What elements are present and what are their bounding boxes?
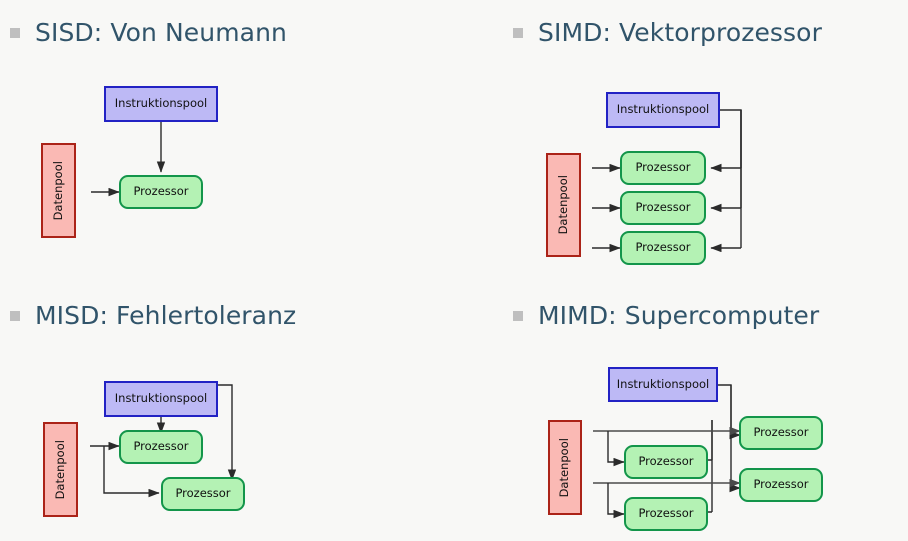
node-processor[interactable]: Prozessor [739,416,823,450]
heading-sisd: SISD: Von Neumann [10,20,287,45]
node-label: Datenpool [557,437,572,498]
node-label: Prozessor [638,506,694,521]
node-instruction-pool[interactable]: Instruktionspool [606,92,720,128]
node-processor[interactable]: Prozessor [624,445,708,479]
node-label: Prozessor [638,454,694,469]
node-processor[interactable]: Prozessor [624,497,708,531]
node-label: Prozessor [753,425,809,440]
node-instruction-pool[interactable]: Instruktionspool [104,86,218,122]
heading-misd-text: MISD: Fehlertoleranz [35,301,297,330]
heading-sisd-text: SISD: Von Neumann [35,18,287,47]
node-label: Datenpool [50,160,65,221]
node-label: Prozessor [635,240,691,255]
quadrant-misd: MISD: Fehlertoleranz Instruktionsp [0,280,454,541]
node-data-pool[interactable]: Datenpool [43,422,78,517]
diagram-mimd-connectors [593,384,741,519]
node-processor[interactable]: Prozessor [620,231,706,265]
node-processor[interactable]: Prozessor [620,151,706,185]
node-processor[interactable]: Prozessor [620,191,706,225]
bullet-square-icon [10,27,20,38]
node-instruction-pool[interactable]: Instruktionspool [104,381,218,417]
node-label: Prozessor [133,439,189,454]
node-instruction-pool[interactable]: Instruktionspool [608,367,718,402]
node-label: Datenpool [555,175,570,235]
node-label: Prozessor [175,486,231,501]
node-label: Instruktionspool [114,96,208,111]
diagram-simd: Instruktionspool Datenpool Prozessor Pro… [454,0,908,265]
diagram-mimd: Instruktionspool Datenpool Prozessor Pro… [454,280,908,541]
bullet-square-icon [513,27,523,38]
quadrant-sisd: SISD: Von Neumann Instruktionspool Daten… [0,0,454,280]
heading-misd: MISD: Fehlertoleranz [10,303,296,328]
heading-simd-text: SIMD: Vektorprozessor [538,18,822,47]
heading-simd: SIMD: Vektorprozessor [513,20,822,45]
heading-mimd: MIMD: Supercomputer [513,303,819,328]
node-processor[interactable]: Prozessor [739,468,823,502]
diagram-sisd: Instruktionspool Datenpool Prozessor [0,0,454,261]
node-label: Prozessor [753,477,809,492]
node-label: Datenpool [52,439,67,500]
node-data-pool[interactable]: Datenpool [41,143,76,238]
diagram-misd: Instruktionspool Datenpool Prozessor Pro… [0,280,454,541]
node-label: Prozessor [133,184,189,199]
node-processor[interactable]: Prozessor [119,175,203,209]
node-label: Prozessor [635,160,691,175]
node-label: Instruktionspool [616,376,710,391]
node-label: Instruktionspool [616,102,710,117]
quadrant-mimd: MIMD: Supercomputer [454,280,908,541]
heading-mimd-text: MIMD: Supercomputer [538,301,820,330]
bullet-square-icon [513,310,523,321]
node-processor[interactable]: Prozessor [119,430,203,464]
quadrant-simd: SIMD: Vektorprozessor [454,0,908,280]
node-processor[interactable]: Prozessor [161,477,245,511]
node-data-pool[interactable]: Datenpool [548,420,582,515]
node-label: Prozessor [635,200,691,215]
diagram-sisd-connectors [91,122,166,197]
node-data-pool[interactable]: Datenpool [546,153,581,257]
diagram-simd-connectors [592,109,742,253]
bullet-square-icon [10,310,20,321]
node-label: Instruktionspool [114,391,208,406]
